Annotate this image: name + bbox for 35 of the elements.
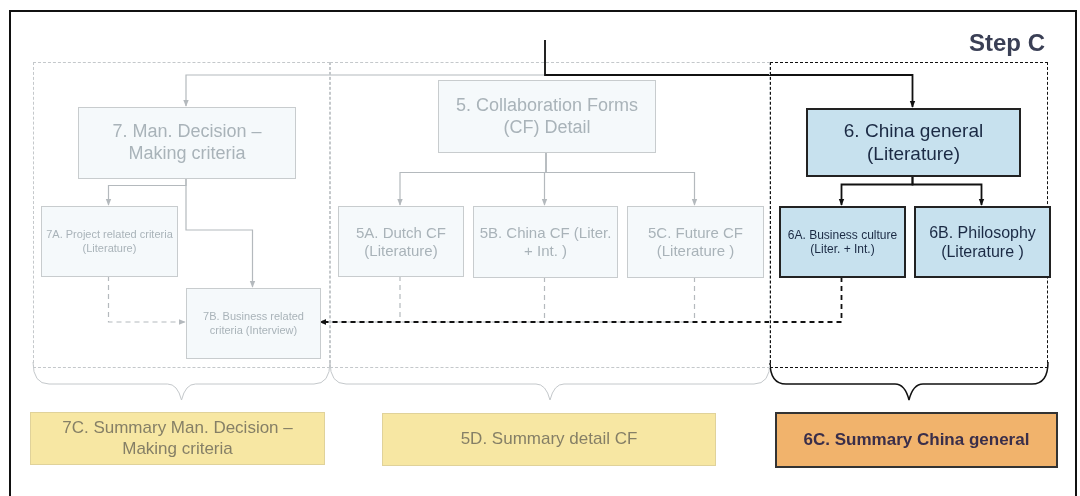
summary-box [382, 413, 716, 466]
box-label: 7C. Summary Man. Decision – Making criteria [61, 417, 294, 460]
box-label: 6. China general (Literature) [842, 118, 985, 166]
step-heading: Step C [969, 29, 1045, 57]
dashed-group-frame [330, 62, 770, 368]
box-label: 6C. Summary China general [802, 428, 1031, 451]
process-box [78, 107, 296, 179]
box-label: 7B. Business related criteria (Interview) [202, 309, 305, 338]
process-box [438, 80, 656, 153]
arrow [544, 39, 916, 108]
process-box [41, 206, 178, 277]
arrow [185, 177, 256, 288]
process-box [338, 206, 464, 277]
dashed-group-frame [33, 62, 330, 368]
box-label: 7. Man. Decision – Making criteria [111, 120, 263, 165]
process-box [473, 206, 618, 278]
box-label: 5D. Summary detail CF [459, 428, 639, 451]
summary-box [775, 412, 1058, 468]
box-label: 5A. Dutch CF (Literature) [355, 222, 447, 261]
arrow [545, 151, 698, 206]
process-box [627, 206, 764, 278]
dashed-arrow [319, 276, 843, 325]
box-label: 7A. Project related criteria (Literature) [45, 227, 174, 256]
box-label: 5. Collaboration Forms (CF) Detail [454, 93, 640, 139]
process-box [806, 108, 1021, 177]
arrow [911, 175, 985, 206]
process-box [186, 288, 321, 359]
process-box [779, 206, 906, 278]
summary-box [30, 412, 325, 465]
box-label: 5B. China CF (Liter. + Int. ) [478, 223, 613, 261]
box-label: 6A. Business culture (Liter. + Int.) [786, 226, 899, 258]
dashed-arrow [107, 275, 186, 325]
box-label: 6B. Philosophy (Literature ) [928, 222, 1037, 262]
box-label: 5C. Future CF (Literature ) [647, 223, 744, 261]
process-box [914, 206, 1051, 278]
